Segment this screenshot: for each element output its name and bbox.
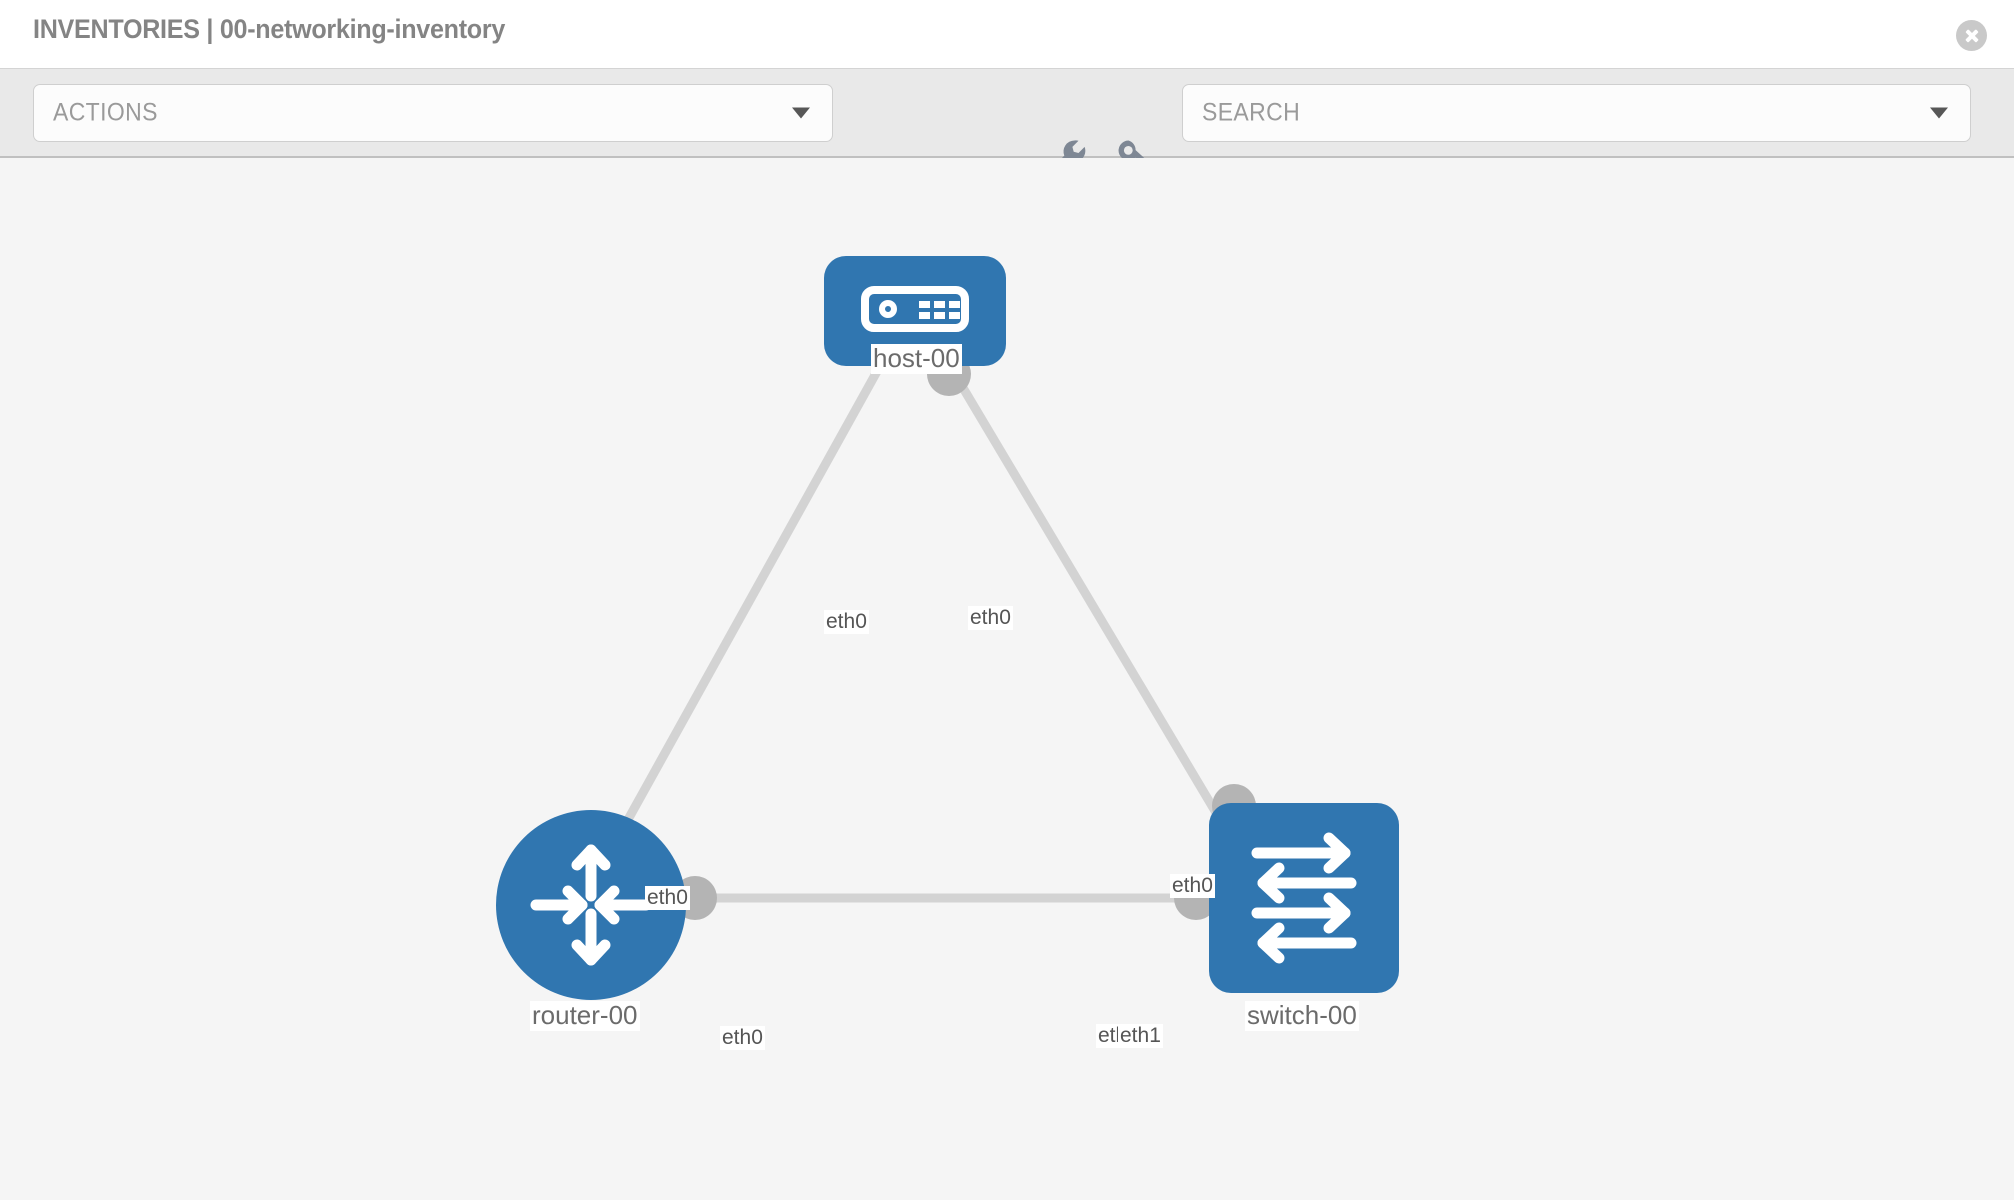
switch-icon xyxy=(1251,832,1357,964)
edge-label-router-host: eth0 xyxy=(645,886,690,911)
window-header: INVENTORIES | 00-networking-inventory xyxy=(0,0,2014,68)
edge-label-switch-host: eth0 xyxy=(1170,874,1215,899)
topology-node-switch-00[interactable] xyxy=(1209,803,1399,993)
node-label-router-00: router-00 xyxy=(530,1000,640,1031)
host-icon xyxy=(861,286,969,332)
edge-label-host-switch: eth0 xyxy=(968,606,1013,631)
edge-label-switch-router-eth1: eth1 xyxy=(1118,1024,1163,1049)
node-background xyxy=(1209,803,1399,993)
key-icon[interactable] xyxy=(1112,134,1158,180)
page-title: INVENTORIES | 00-networking-inventory xyxy=(33,14,506,44)
edge-label-host-router: eth0 xyxy=(824,610,869,635)
search-input[interactable]: SEARCH xyxy=(1182,84,1971,142)
node-label-host-00: host-00 xyxy=(871,343,962,374)
topology-canvas[interactable]: host-00 router-00 switch-00 eth0 eth0 et… xyxy=(0,158,2014,1200)
node-label-switch-00: switch-00 xyxy=(1245,1000,1359,1031)
edge-label-router-switch: eth0 xyxy=(720,1026,765,1051)
chevron-down-icon xyxy=(1930,107,1948,119)
close-icon[interactable] xyxy=(1956,20,1987,51)
topology-edges xyxy=(596,352,1256,920)
chevron-down-icon xyxy=(792,107,810,119)
actions-dropdown[interactable]: ACTIONS xyxy=(33,84,833,142)
router-icon xyxy=(530,844,652,966)
actions-dropdown-label: ACTIONS xyxy=(53,98,158,127)
toolbar: ACTIONS SEARCH xyxy=(0,68,2014,176)
search-placeholder: SEARCH xyxy=(1202,98,1301,127)
